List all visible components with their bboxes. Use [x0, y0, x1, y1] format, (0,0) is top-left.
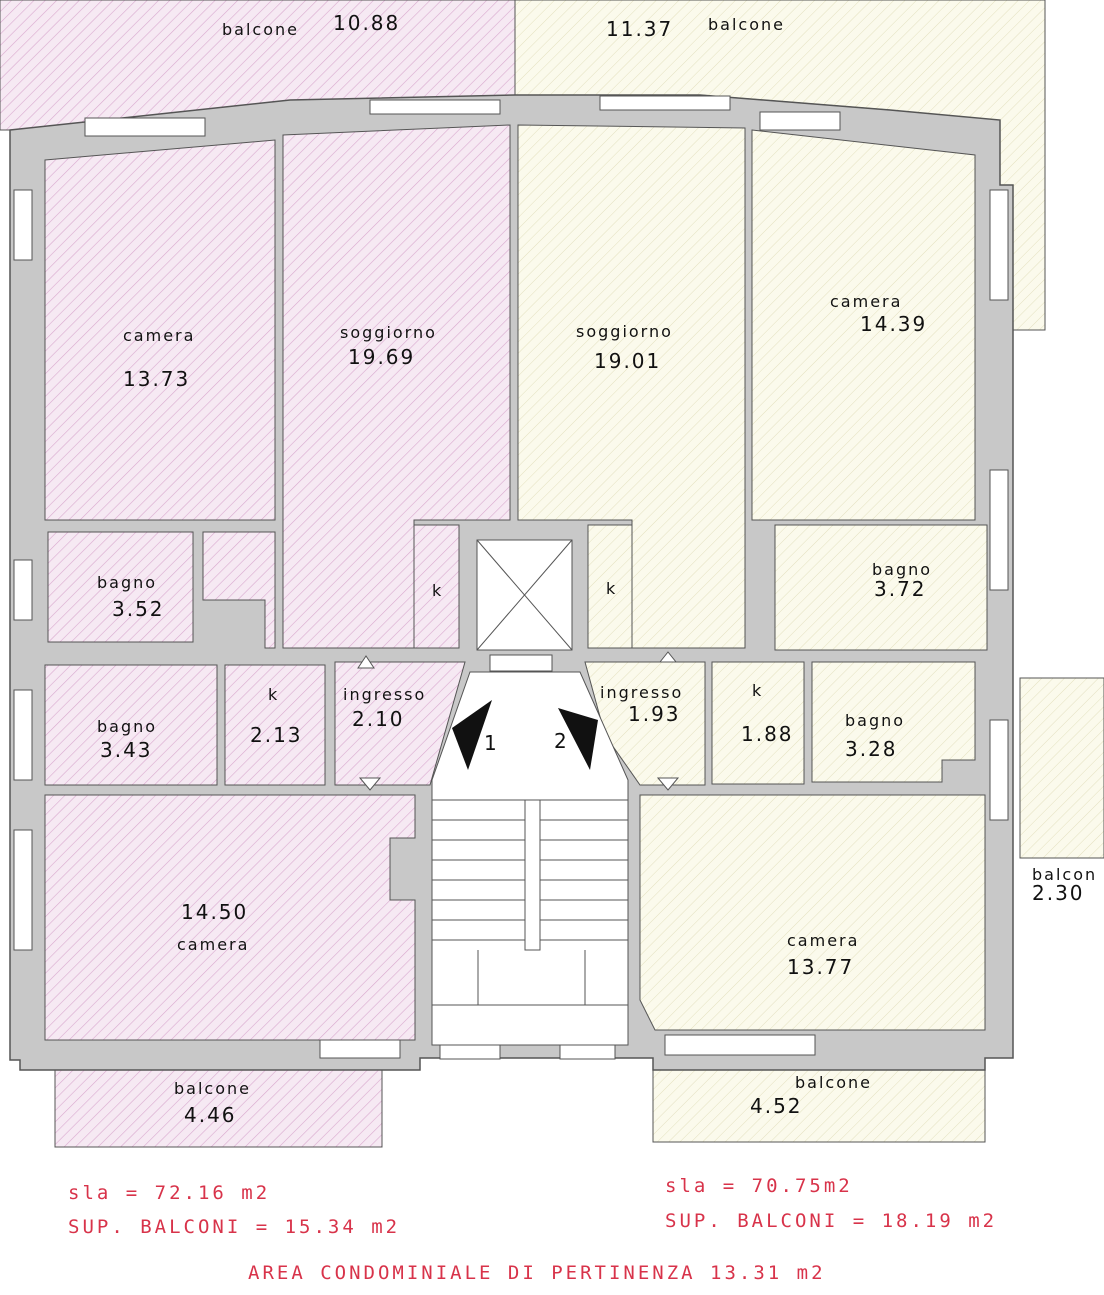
room-label: bagno — [97, 573, 157, 592]
room-label: ingresso — [343, 685, 426, 704]
room-label: camera — [830, 292, 902, 311]
room-label: k — [752, 681, 762, 700]
room-label: soggiorno — [576, 322, 673, 341]
note-left-balconi: SUP. BALCONI = 15.34 m2 — [68, 1216, 401, 1238]
room-area: 3.72 — [874, 577, 927, 601]
balconies — [0, 0, 1104, 1148]
room-label: camera — [177, 935, 249, 954]
room-u1-soggiorno — [282, 124, 511, 649]
room-u2-k-upper — [587, 524, 633, 649]
room-area: 3.28 — [845, 737, 898, 761]
room-u2-bagno-upper — [774, 524, 988, 651]
room-area: 3.52 — [112, 597, 165, 621]
room-u1-camera-top — [44, 139, 276, 521]
room-u1-ingresso — [334, 661, 466, 786]
entrance-number-2: 2 — [554, 729, 569, 753]
note-right-balconi: SUP. BALCONI = 18.19 m2 — [665, 1210, 998, 1232]
room-label: camera — [123, 326, 195, 345]
room-u2-bagno-lower — [811, 661, 976, 783]
room-u2-camera-top — [751, 129, 976, 521]
room-area: 1.88 — [741, 722, 794, 746]
balcony-bottom-left-label: balcone — [174, 1079, 251, 1098]
room-area: 13.73 — [123, 367, 190, 391]
common-core — [431, 539, 629, 1046]
balcony-bottom-left — [54, 1059, 383, 1148]
note-common-area: AREA CONDOMINIALE DI PERTINENZA 13.31 m2 — [248, 1262, 826, 1284]
balcony-right-label: balcon — [1032, 865, 1097, 884]
room-u2-soggiorno — [517, 124, 746, 649]
room-label: k — [432, 581, 442, 600]
unit-2-rooms — [517, 124, 988, 1031]
room-area: 2.13 — [250, 723, 303, 747]
room-u1-camera-bottom — [44, 794, 416, 1041]
room-label: bagno — [872, 560, 932, 579]
balcony-right-area: 2.30 — [1032, 881, 1085, 905]
balcony-bottom-right-label: balcone — [795, 1073, 872, 1092]
balcony-right — [1019, 677, 1104, 859]
entrance-arrow-1 — [452, 700, 492, 770]
entrance-number-1: 1 — [484, 731, 499, 755]
room-u1-bagno-upper — [47, 531, 194, 643]
room-u2-camera-bottom — [639, 794, 986, 1031]
room-area: 3.43 — [100, 738, 153, 762]
room-area: 14.50 — [181, 900, 248, 924]
room-area: 13.77 — [787, 955, 854, 979]
staircase — [431, 799, 629, 1006]
room-label: bagno — [97, 717, 157, 736]
balcony-top-right-area: 11.37 — [606, 17, 673, 41]
note-left-sla: sla = 72.16 m2 — [68, 1182, 271, 1204]
room-label: camera — [787, 931, 859, 950]
room-area: 19.69 — [348, 345, 415, 369]
room-area: 2.10 — [352, 707, 405, 731]
room-label: bagno — [845, 711, 905, 730]
room-label: k — [268, 685, 278, 704]
landing — [431, 671, 629, 1046]
room-label: ingresso — [600, 683, 683, 702]
balcony-bottom-left-area: 4.46 — [184, 1103, 237, 1127]
room-area: 1.93 — [628, 702, 681, 726]
balcony-bottom-right-area: 4.52 — [750, 1094, 803, 1118]
room-label: soggiorno — [340, 323, 437, 342]
balcony-top-left-label: balcone — [222, 20, 299, 39]
balcony-bottom-right — [652, 1057, 986, 1143]
windows — [13, 95, 1009, 1060]
room-label: k — [606, 579, 616, 598]
entrance-arrow-2 — [558, 708, 598, 770]
door-markers — [357, 651, 680, 791]
room-u1-k-upper — [413, 524, 460, 649]
room-u2-k-lower — [711, 661, 805, 785]
room-area: 14.39 — [860, 312, 927, 336]
room-u1-bagno-lower — [44, 664, 218, 786]
balcony-top-right-label: balcone — [708, 15, 785, 34]
note-right-sla: sla = 70.75m2 — [665, 1175, 853, 1197]
room-area: 19.01 — [594, 349, 661, 373]
room-u1-k-lower — [224, 664, 326, 786]
unit-1-rooms — [44, 124, 511, 1041]
balcony-top-left-area: 10.88 — [333, 11, 400, 35]
